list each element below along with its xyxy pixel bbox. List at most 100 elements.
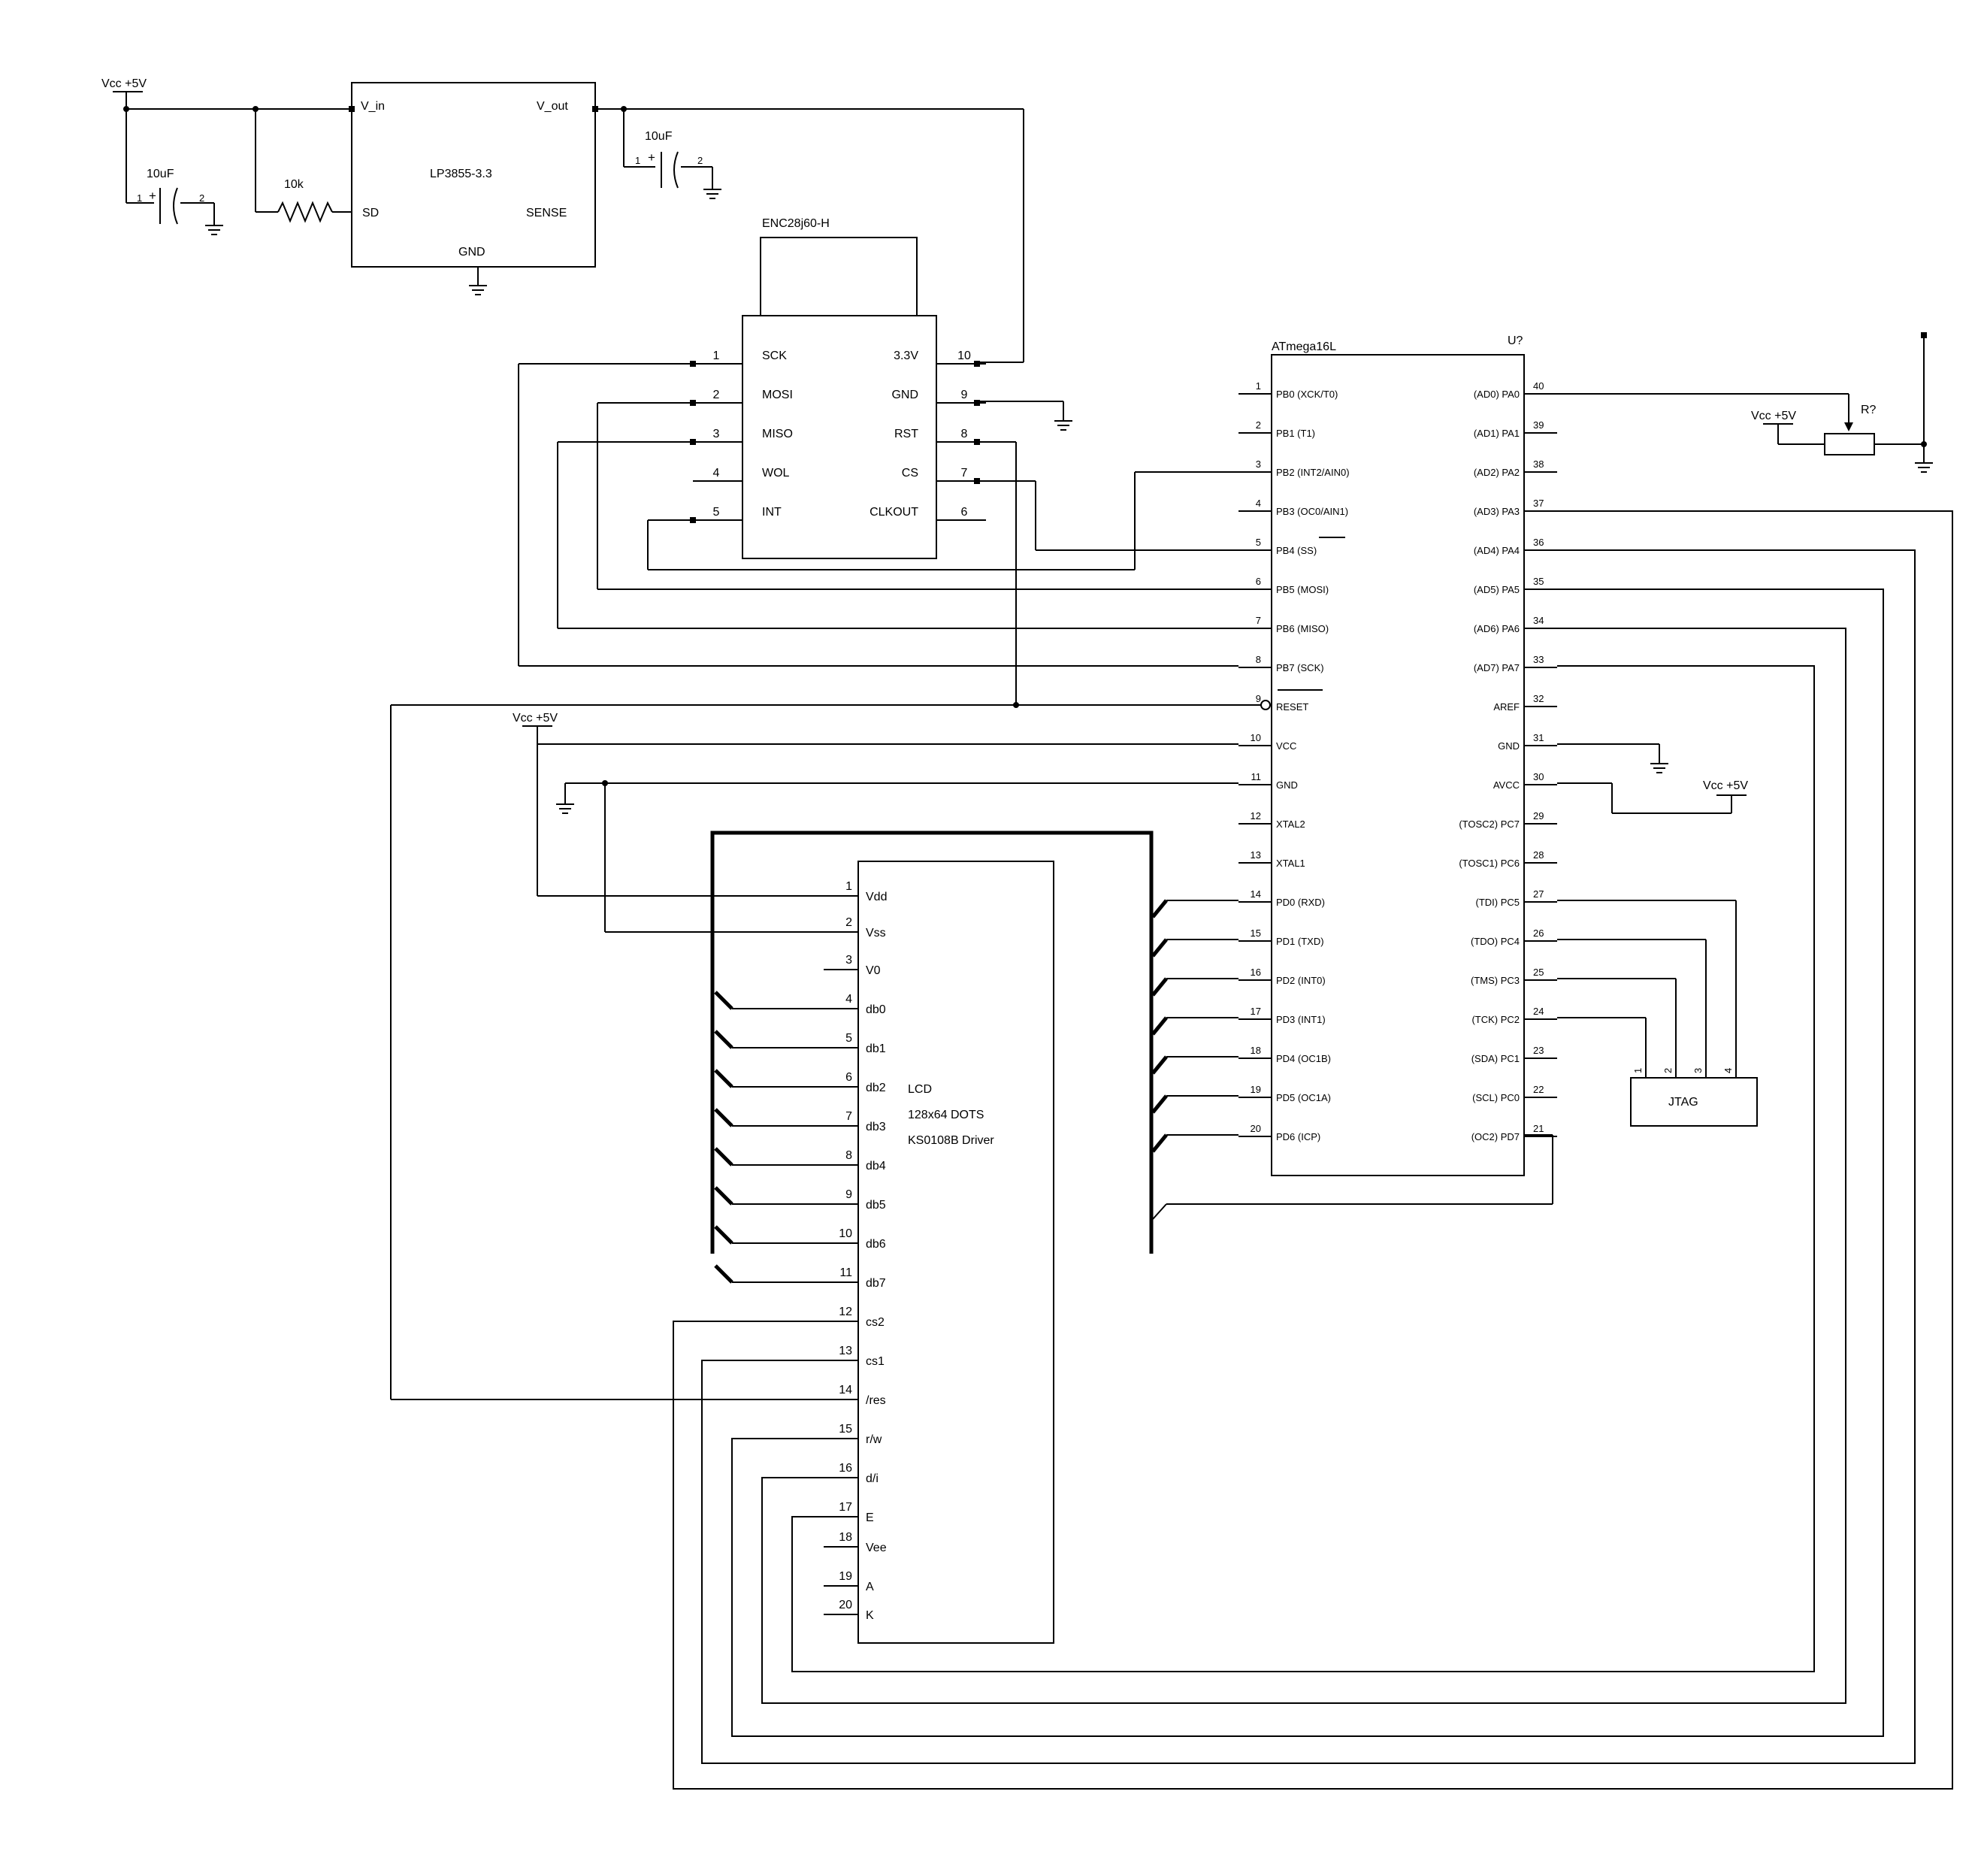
mcu-pin-label: (AD1) PA1 [1474, 428, 1520, 439]
mcu-pin-num: 29 [1533, 810, 1544, 822]
mcu-pin-num: 30 [1533, 771, 1544, 782]
enc-name: ENC28j60-H [762, 217, 830, 230]
mcu-pin-label: (SCL) PC0 [1472, 1092, 1520, 1103]
regulator-pin-sense: SENSE [526, 207, 567, 219]
mcu-pin-num: 36 [1533, 537, 1544, 548]
mcu-pin-label: PB0 (XCK/T0) [1276, 389, 1338, 400]
lcd-module [857, 861, 1054, 1644]
lcd-pin-num: 5 [845, 1032, 852, 1045]
enc-pin-label: 3.3V [894, 349, 918, 362]
lcd-pin-num: 8 [845, 1149, 852, 1162]
enc-pin-num: 9 [961, 389, 968, 401]
mcu-ref: U? [1508, 334, 1523, 347]
lcd-pin-label: db1 [866, 1042, 886, 1055]
lcd-line1: LCD [908, 1083, 932, 1096]
mcu-pin-label: PB6 (MISO) [1276, 623, 1329, 634]
mcu-pin-label: GND [1276, 779, 1298, 791]
lcd-pin-num: 11 [839, 1266, 852, 1279]
enc-pin-label: GND [891, 389, 918, 401]
lcd-line2: 128x64 DOTS [908, 1109, 984, 1121]
mcu-pin-num: 20 [1251, 1123, 1261, 1134]
potentiometer-section: R? Vcc +5V [1557, 332, 1933, 473]
lcd-pin-num: 6 [845, 1071, 852, 1084]
mcu-pin-label: XTAL2 [1276, 818, 1305, 830]
lcd-pin-num: 13 [839, 1345, 852, 1357]
cap-in-pin1: 1 [137, 192, 142, 204]
mcu-pin-num: 7 [1256, 615, 1261, 626]
mcu-pin-label: AREF [1493, 701, 1520, 713]
mcu-pin-label: PD5 (OC1A) [1276, 1092, 1331, 1103]
mcu-pin-num: 15 [1251, 927, 1261, 939]
lcd-pin-label: db3 [866, 1121, 886, 1133]
regulator-pin-vin: V_in [361, 100, 385, 113]
lcd-pin-label: r/w [866, 1433, 882, 1446]
mcu-pin-label: PD3 (INT1) [1276, 1014, 1326, 1025]
mcu-pin-label: PB4 (SS) [1276, 545, 1317, 556]
jtag-pin-2: 2 [1662, 1068, 1674, 1073]
enc-pin-num: 6 [961, 506, 968, 519]
mcu-pin-num: 24 [1533, 1006, 1544, 1017]
mcu-pin-label: (SDA) PC1 [1471, 1053, 1520, 1064]
mcu-pin-label: (TDI) PC5 [1476, 897, 1520, 908]
mcu-pin-num: 2 [1256, 419, 1261, 431]
lcd-pin-label: db6 [866, 1238, 886, 1251]
jtag-section: JTAG 1 2 3 4 [1557, 900, 1758, 1127]
lcd-section: LCD 128x64 DOTS KS0108B Driver 1Vdd2Vss3… [391, 510, 1953, 1790]
lcd-pin-label: E [866, 1511, 874, 1524]
enc-pin-label: SCK [762, 349, 787, 362]
mcu-pin-label: PB1 (T1) [1276, 428, 1315, 439]
lcd-pin-label: db5 [866, 1199, 886, 1212]
mcu-pin-num: 28 [1533, 849, 1544, 861]
lcd-pin-label: cs1 [866, 1355, 885, 1368]
mcu-pin-num: 33 [1533, 654, 1544, 665]
mcu-pin-label: PD2 (INT0) [1276, 975, 1326, 986]
mcu-pin-label: PB7 (SCK) [1276, 662, 1324, 673]
lcd-pins: 1Vdd2Vss3V04db05db16db27db38db49db510db6… [714, 880, 887, 1622]
atmega16l-ic [1271, 354, 1525, 1176]
regulator-section: Vcc +5V 10uF 1 2 + 10k V_in V_out LP3855… [101, 77, 1024, 362]
mcu-pin-label: RESET [1276, 701, 1308, 713]
mcu-pin-label: (TOSC1) PC6 [1459, 858, 1520, 869]
mcu-pin-label: PB2 (INT2/AIN0) [1276, 467, 1350, 478]
mcu-pin-label: PB3 (OC0/AIN1) [1276, 506, 1348, 517]
lcd-pin-label: cs2 [866, 1316, 885, 1329]
mcu-pin-num: 11 [1251, 771, 1262, 782]
enc-pin-num: 10 [957, 349, 971, 362]
mcu-pin-label: (AD3) PA3 [1474, 506, 1520, 517]
mcu-pin-label: PB5 (MOSI) [1276, 584, 1329, 595]
mcu-pin-num: 31 [1533, 732, 1544, 743]
vcc-label-regulator: Vcc +5V [101, 77, 147, 90]
vcc-label-pot: Vcc +5V [1751, 410, 1796, 422]
lcd-pin-label: A [866, 1581, 874, 1593]
mcu-pin-num: 27 [1533, 888, 1544, 900]
lcd-pin-num: 7 [845, 1110, 852, 1123]
mcu-name: ATmega16L [1272, 340, 1336, 353]
mcu-pin-label: (TDO) PC4 [1471, 936, 1520, 947]
jtag-pin-3: 3 [1692, 1068, 1704, 1073]
mcu-pin-num: 19 [1251, 1084, 1261, 1095]
regulator-ic [351, 82, 596, 268]
lcd-pin-label: d/i [866, 1472, 879, 1485]
mcu-pin-num: 6 [1256, 576, 1261, 587]
mcu-pin-num: 39 [1533, 419, 1544, 431]
mcu-pin-label: (TCK) PC2 [1471, 1014, 1520, 1025]
lcd-pin-label: db4 [866, 1160, 886, 1172]
lcd-pin-num: 2 [845, 916, 852, 929]
mcu-pin-num: 32 [1533, 693, 1544, 704]
mcu-pin-num: 14 [1251, 888, 1261, 900]
enc-pin-label: CS [902, 467, 918, 480]
enc-pin-label: WOL [762, 467, 790, 480]
mcu-pin-num: 34 [1533, 615, 1544, 626]
mcu-pin-num: 25 [1533, 967, 1544, 978]
mcu-pin-label: (OC2) PD7 [1471, 1131, 1520, 1142]
enc-pin-num: 1 [713, 349, 720, 362]
lcd-pin-label: db0 [866, 1003, 886, 1016]
lcd-pin-num: 17 [839, 1501, 852, 1514]
mcu-pin-num: 12 [1251, 810, 1261, 822]
mcu-pin-label: (TOSC2) PC7 [1459, 818, 1520, 830]
